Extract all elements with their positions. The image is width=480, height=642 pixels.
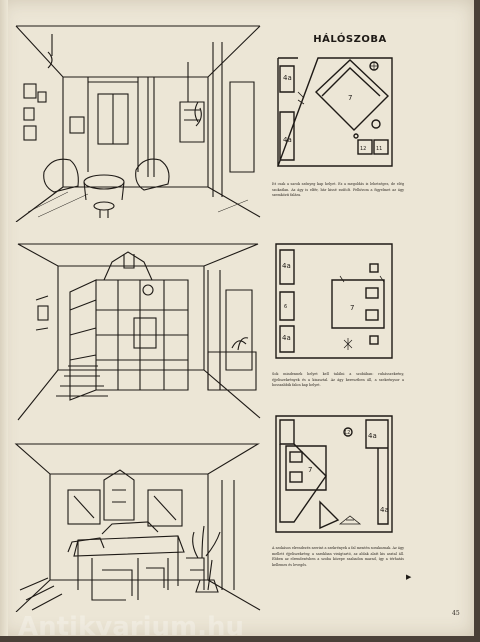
paragraph-2: Sok mindennek helyet kell találni a szob… <box>272 372 404 388</box>
plan1-label-5: 11 <box>376 146 382 152</box>
plan3-label-2: 4a <box>368 432 377 440</box>
floor-plan-2: 4a 6 4a 7 <box>270 240 400 364</box>
plan1-label-4: 12 <box>360 146 366 152</box>
paragraph-1: Itt csak a sarok szőnyeg kap helyet. Ez … <box>272 182 404 198</box>
sketch-shelving-room <box>8 240 264 428</box>
plan3-label-4: 4a <box>380 506 389 514</box>
sketch-dining-room <box>8 440 264 612</box>
page-title: HÁLÓSZOBA <box>313 34 387 45</box>
plan2-label-4: 7 <box>350 304 354 312</box>
plan3-label-3: 7 <box>308 466 312 474</box>
continue-arrow-icon: ▶ <box>406 573 412 581</box>
floor-plan-1: 4a 4a 7 12 11 <box>270 52 400 172</box>
plan1-label-1: 4a <box>283 74 292 82</box>
previous-page-edge <box>0 0 8 636</box>
book-page: HÁLÓSZOBA 4a 4a 7 12 11 Itt csak a sarok… <box>0 0 474 636</box>
watermark: Antikvarium.hu <box>18 612 244 642</box>
plan2-label-1: 4a <box>282 262 291 270</box>
plan2-label-2: 6 <box>284 304 287 310</box>
floor-plan-3: 12 4a 7 4a <box>270 412 400 538</box>
plan2-label-3: 4a <box>282 334 291 342</box>
plan3-label-1: 12 <box>344 430 350 436</box>
paragraph-3: A szokásos elrendezés szerint a szekrény… <box>272 546 404 567</box>
page-number: 45 <box>452 610 460 617</box>
plan1-label-2: 4a <box>283 136 292 144</box>
plan1-label-3: 7 <box>348 94 352 102</box>
sketch-living-room <box>8 22 264 222</box>
